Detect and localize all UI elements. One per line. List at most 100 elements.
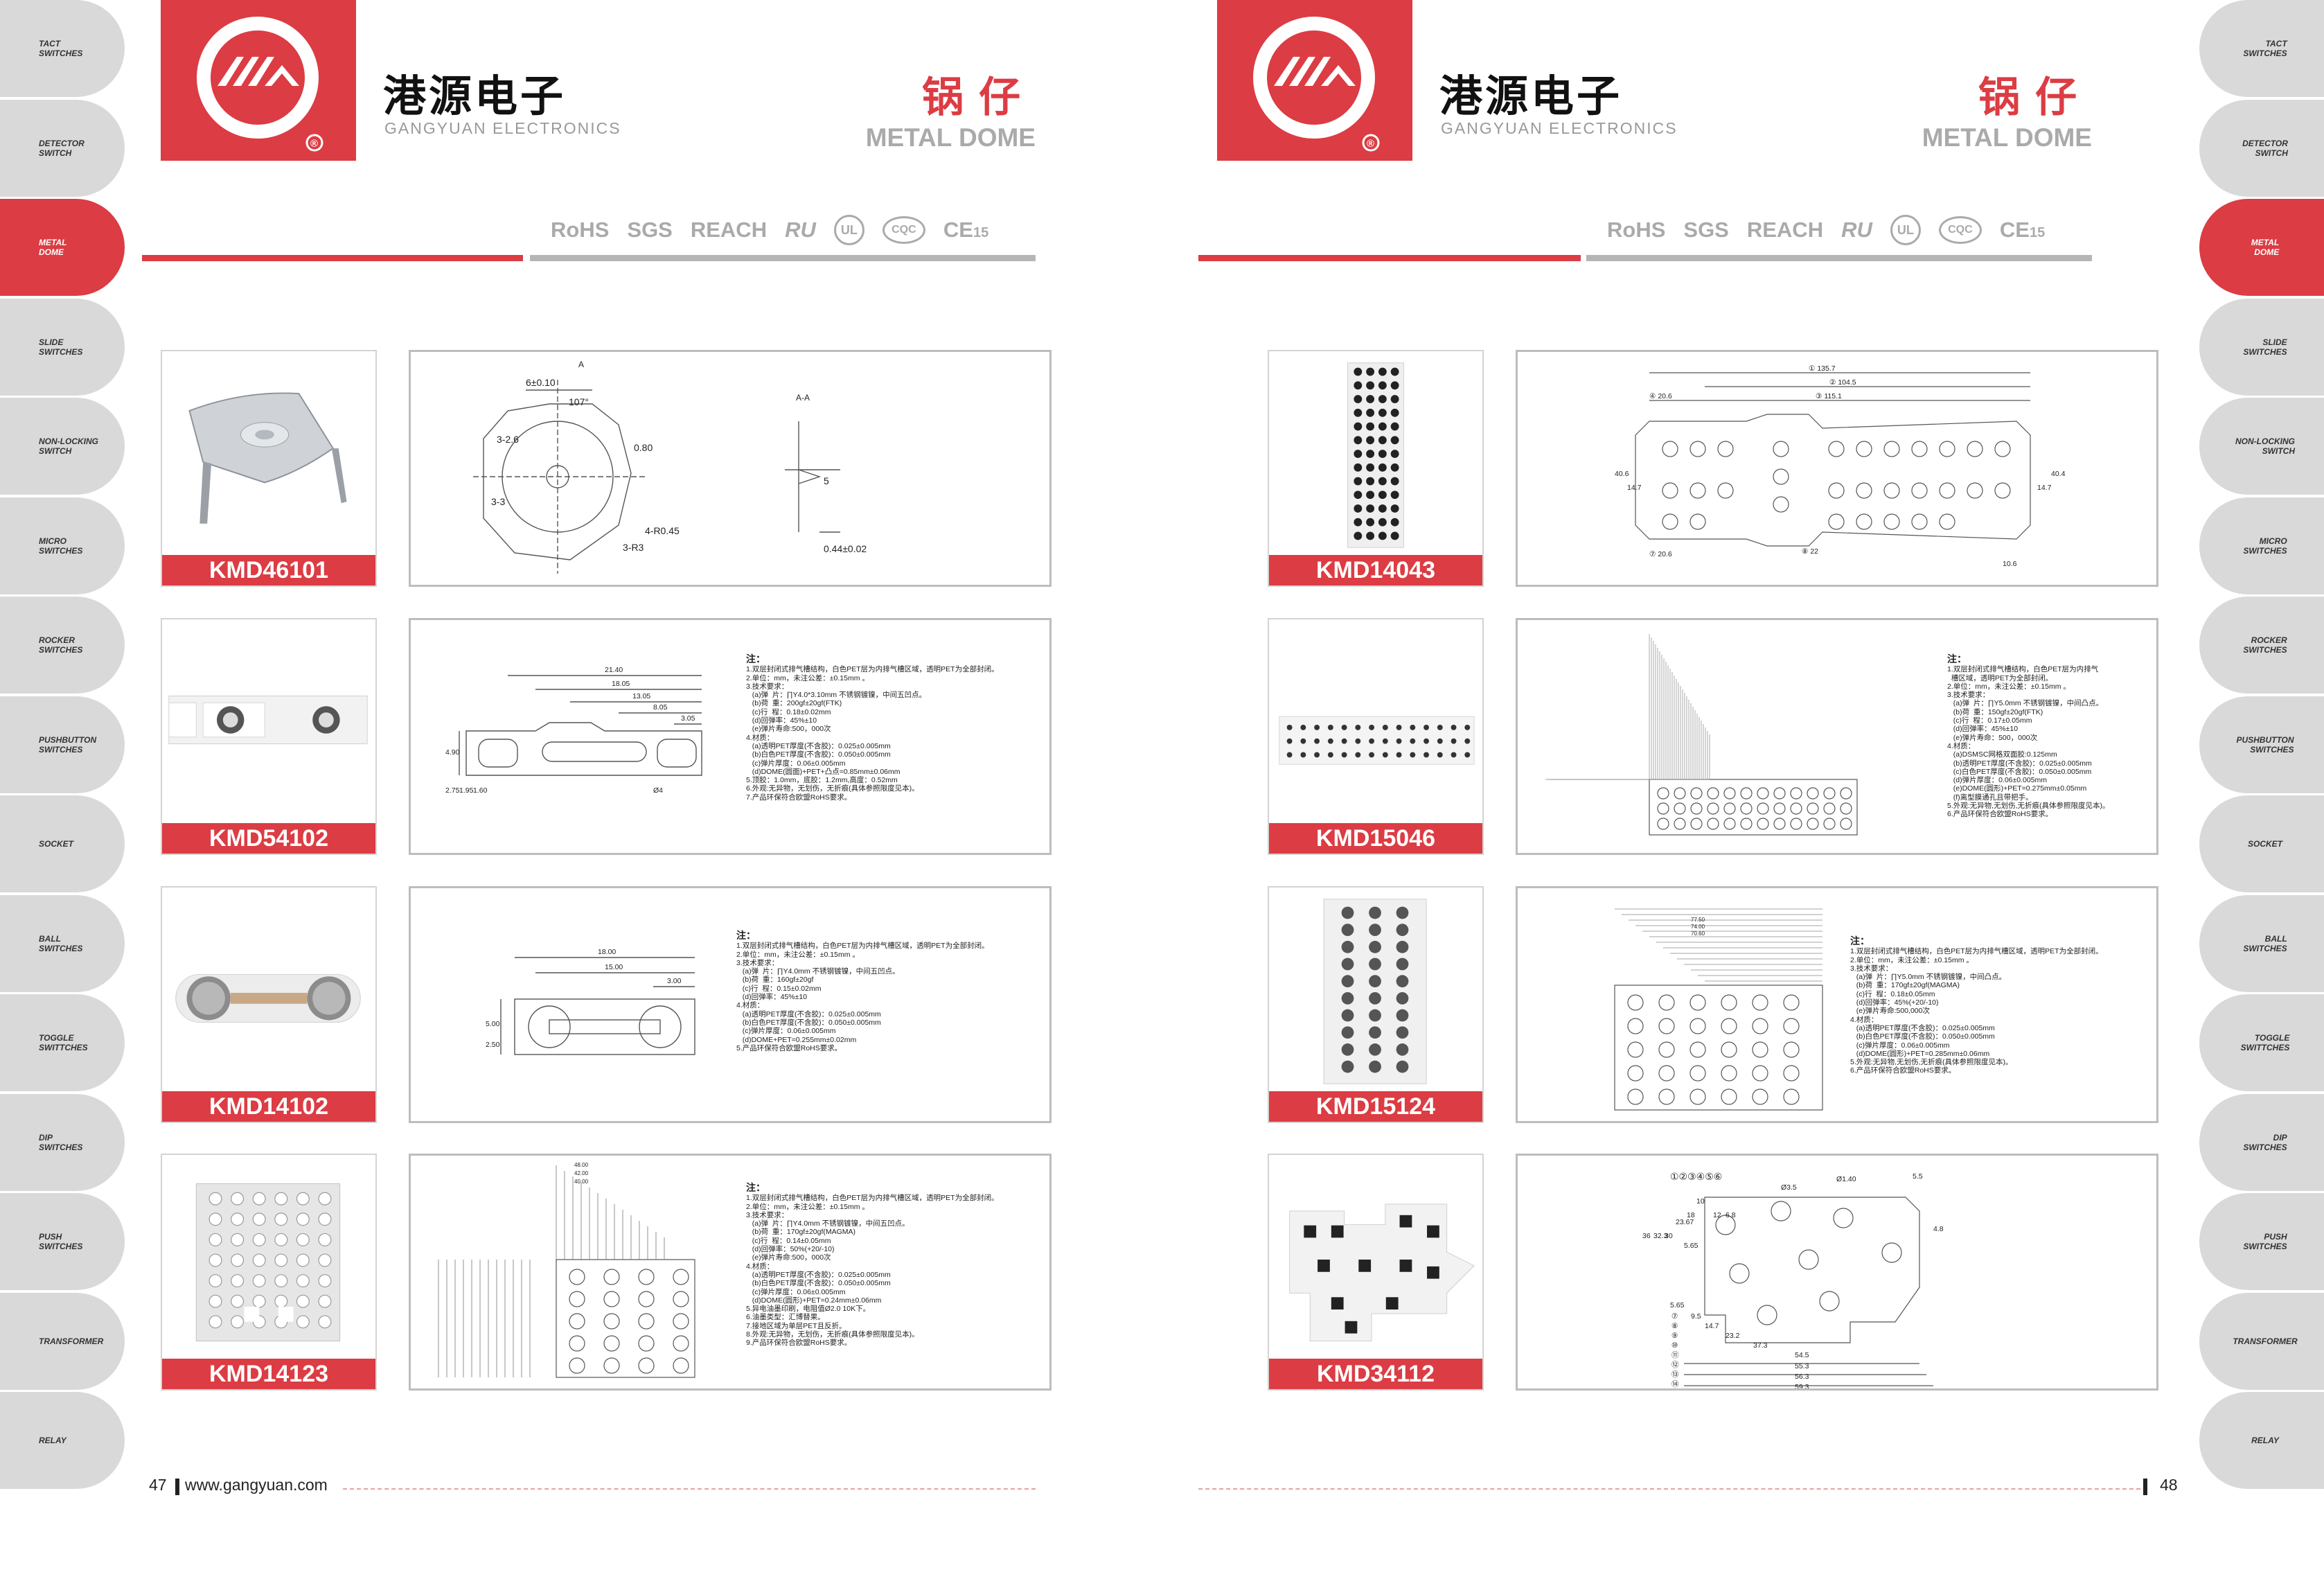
- footer-divider: [1198, 1488, 2140, 1490]
- registered-mark: ®: [310, 138, 318, 150]
- category-tab-label: DIP SWITCHES: [2243, 1132, 2287, 1152]
- footer-marker: [2143, 1479, 2147, 1495]
- product-image: [175, 973, 361, 1023]
- category-tab-label: SOCKET: [39, 839, 74, 849]
- category-tab-label: TOGGLE SWITTCHES: [2240, 1033, 2290, 1052]
- technical-drawing-kmd15124: 77.50 74.00 70.60 注：1.双层封闭式排气槽结构，白色PET层为…: [1516, 886, 2158, 1123]
- category-tab-non-locking-switch[interactable]: NON-LOCKING SWITCH: [0, 398, 125, 495]
- category-tab-label: PUSH SWITCHES: [2243, 1232, 2287, 1251]
- brand-name-cn: 港源电子: [383, 71, 567, 121]
- section-title-en: METAL DOME: [865, 123, 1036, 152]
- section-title-cn: 锅仔: [922, 73, 1036, 122]
- category-tab-rocker-switches[interactable]: ROCKER SWITCHES: [2199, 597, 2324, 694]
- category-tab-label: PUSH SWITCHES: [39, 1232, 83, 1251]
- product-photo-kmd34112: KMD34112: [1268, 1154, 1484, 1391]
- technical-drawing-kmd15046: 注：1.双层封闭式排气槽结构，白色PET层为内排气 槽区域，透明PET为全部封闭…: [1516, 618, 2158, 855]
- category-tab-tact-switches[interactable]: TACT SWITCHES: [2199, 0, 2324, 97]
- technical-drawing-kmd14043: ① 135.7 ② 104.5 ③ 115.1 ④ 20.6 ⑦ 20.6 ⑧ …: [1516, 350, 2158, 587]
- technical-drawing-kmd46101: 6±0.10 A 107° 3-2.6 0.80 3-3 4-R0.45 3-R…: [409, 350, 1052, 587]
- category-tab-label: MICRO SWITCHES: [39, 536, 83, 556]
- technical-drawing-kmd34112: ①②③④⑤⑥ Ø1.40 Ø3.5 5.5 4.8 36 32.3 30 23.…: [1516, 1154, 2158, 1391]
- category-tab-slide-switches[interactable]: SLIDE SWITCHES: [0, 298, 125, 396]
- page-number-47: 47: [149, 1476, 167, 1494]
- category-tab-label: BALL SWITCHES: [39, 933, 83, 953]
- category-tab-socket[interactable]: SOCKET: [2199, 795, 2324, 892]
- category-tab-label: TOGGLE SWITTCHES: [39, 1033, 88, 1052]
- category-tab-relay[interactable]: RELAY: [2199, 1392, 2324, 1489]
- category-tab-pushbutton-switches[interactable]: PUSHBUTTON SWITCHES: [0, 696, 125, 793]
- brand-name-cn: 港源电子: [1439, 71, 1623, 121]
- category-tab-label: RELAY: [2251, 1436, 2279, 1445]
- registered-mark: ®: [1367, 138, 1374, 150]
- product-code: KMD14043: [1269, 555, 1482, 585]
- spec-notes-kmd15046: 注：1.双层封闭式排气槽结构，白色PET层为内排气 槽区域，透明PET为全部封闭…: [1947, 653, 2110, 819]
- header-red-bar: [1198, 255, 1581, 261]
- category-tab-label: DETECTOR SWITCH: [2242, 138, 2288, 158]
- category-tab-label: NON-LOCKING SWITCH: [2235, 436, 2295, 456]
- reach-mark: REACH: [1746, 218, 1824, 242]
- category-tab-toggle-swittches[interactable]: TOGGLE SWITTCHES: [0, 994, 125, 1091]
- product-code: KMD34112: [1269, 1359, 1482, 1389]
- brand-logo: ®: [1217, 0, 1412, 161]
- section-title-cn: 锅仔: [1978, 73, 2092, 122]
- ce-mark-icon: CE15: [1999, 218, 2046, 242]
- category-tab-dip-switches[interactable]: DIP SWITCHES: [0, 1093, 125, 1191]
- website-url[interactable]: www.gangyuan.com: [185, 1476, 328, 1494]
- technical-drawing-kmd14123: 48.00 42.00 40.00 注：1.双层封闭式排气槽结构，白色PET层为…: [409, 1154, 1052, 1391]
- category-tab-label: SLIDE SWITCHES: [39, 337, 83, 357]
- category-tab-relay[interactable]: RELAY: [0, 1392, 125, 1489]
- category-tab-label: PUSHBUTTON SWITCHES: [39, 734, 97, 755]
- category-tab-transformer[interactable]: TRANSFORMER: [2199, 1292, 2324, 1390]
- category-tab-slide-switches[interactable]: SLIDE SWITCHES: [2199, 298, 2324, 396]
- product-photo-kmd14102: KMD14102: [161, 886, 377, 1123]
- cqc-mark-icon: CQC: [1938, 216, 1982, 244]
- ul-mark-icon: UL: [833, 215, 864, 245]
- category-tab-detector-switch[interactable]: DETECTOR SWITCH: [2199, 99, 2324, 197]
- product-photo-kmd54102: KMD54102: [161, 618, 377, 855]
- product-code: KMD46101: [162, 555, 375, 585]
- category-tab-push-switches[interactable]: PUSH SWITCHES: [0, 1193, 125, 1290]
- product-image: [1289, 1203, 1475, 1341]
- category-tab-label: DIP SWITCHES: [39, 1132, 83, 1152]
- cqc-mark-icon: CQC: [882, 216, 925, 244]
- category-tab-label: PUSHBUTTON SWITCHES: [2236, 734, 2294, 755]
- sgs-mark: SGS: [1683, 218, 1729, 242]
- category-tab-tact-switches[interactable]: TACT SWITCHES: [0, 0, 125, 97]
- category-tab-metal-dome[interactable]: METAL DOME: [2199, 199, 2324, 296]
- product-photo-kmd14043: KMD14043: [1268, 350, 1484, 587]
- category-tab-metal-dome[interactable]: METAL DOME: [0, 199, 125, 296]
- rohs-mark: RoHS: [551, 218, 610, 242]
- header-gray-bar: [530, 255, 1036, 261]
- category-tab-push-switches[interactable]: PUSH SWITCHES: [2199, 1193, 2324, 1290]
- category-tab-micro-switches[interactable]: MICRO SWITCHES: [0, 497, 125, 594]
- category-tab-rocker-switches[interactable]: ROCKER SWITCHES: [0, 597, 125, 694]
- category-tab-label: TRANSFORMER: [39, 1336, 104, 1346]
- category-tab-micro-switches[interactable]: MICRO SWITCHES: [2199, 497, 2324, 594]
- ul-mark-icon: UL: [1890, 215, 1921, 245]
- product-photo-kmd46101: KMD46101: [161, 350, 377, 587]
- product-image: [188, 392, 347, 524]
- category-tab-label: TRANSFORMER: [2233, 1336, 2298, 1346]
- category-tab-ball-switches[interactable]: BALL SWITCHES: [0, 894, 125, 992]
- category-tab-pushbutton-switches[interactable]: PUSHBUTTON SWITCHES: [2199, 696, 2324, 793]
- footer-divider: [343, 1488, 1036, 1490]
- product-code: KMD14102: [162, 1091, 375, 1122]
- category-tab-detector-switch[interactable]: DETECTOR SWITCH: [0, 99, 125, 197]
- product-code: KMD15124: [1269, 1091, 1482, 1122]
- category-tab-non-locking-switch[interactable]: NON-LOCKING SWITCH: [2199, 398, 2324, 495]
- product-code: KMD15046: [1269, 823, 1482, 854]
- technical-drawing-kmd14102: 18.00 15.00 3.00 5.00 2.50 注：1.双层封闭式排气槽结…: [409, 886, 1052, 1123]
- category-tab-dip-switches[interactable]: DIP SWITCHES: [2199, 1093, 2324, 1191]
- ce-mark-icon: CE15: [943, 218, 989, 242]
- certification-marks: RoHS SGS REACH RU UL CQC CE15: [551, 215, 988, 245]
- category-tab-toggle-swittches[interactable]: TOGGLE SWITTCHES: [2199, 994, 2324, 1091]
- product-image: [195, 1183, 341, 1341]
- category-tab-socket[interactable]: SOCKET: [0, 795, 125, 892]
- category-tab-transformer[interactable]: TRANSFORMER: [0, 1292, 125, 1390]
- spec-notes-kmd15124: 注：1.双层封闭式排气槽结构，白色PET层为内排气槽区域，透明PET为全部封闭。…: [1850, 935, 2103, 1075]
- category-tab-ball-switches[interactable]: BALL SWITCHES: [2199, 894, 2324, 992]
- ru-mark-icon: RU: [1841, 218, 1872, 242]
- category-tab-label: TACT SWITCHES: [39, 39, 83, 58]
- certification-marks: RoHS SGS REACH RU UL CQC CE15: [1607, 215, 2045, 245]
